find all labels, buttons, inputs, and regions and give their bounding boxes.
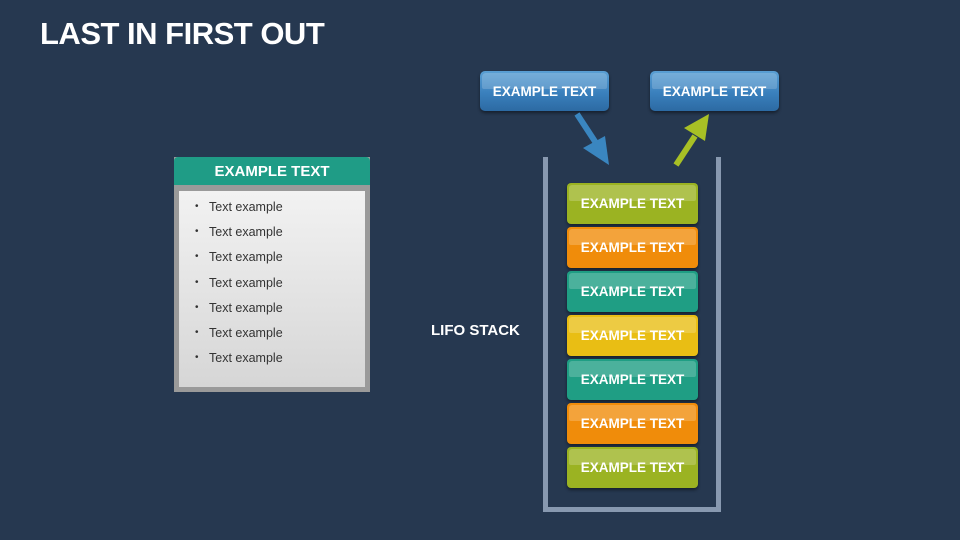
- stack-item: EXAMPLE TEXT: [567, 447, 698, 488]
- lifo-stack-label: LIFO STACK: [431, 322, 520, 339]
- container-left-wall: [543, 157, 548, 512]
- list-item: •Text example: [195, 225, 283, 240]
- container-right-wall: [716, 157, 721, 512]
- arrow-up-right-icon: [673, 114, 709, 167]
- list-item: •Text example: [195, 275, 283, 290]
- stack-item: EXAMPLE TEXT: [567, 315, 698, 356]
- stack-item: EXAMPLE TEXT: [567, 271, 698, 312]
- stack-item: EXAMPLE TEXT: [567, 183, 698, 224]
- stack-item: EXAMPLE TEXT: [567, 403, 698, 444]
- page-title: LAST IN FIRST OUT: [40, 16, 325, 51]
- list-item: •Text example: [195, 250, 283, 265]
- container-bottom-wall: [543, 507, 721, 512]
- list-item: •Text example: [195, 300, 283, 315]
- panel-body: •Text example •Text example •Text exampl…: [179, 191, 365, 387]
- stack-item: EXAMPLE TEXT: [567, 227, 698, 268]
- panel-list: •Text example •Text example •Text exampl…: [195, 199, 283, 375]
- stack-container: [543, 157, 721, 512]
- stack-item: EXAMPLE TEXT: [567, 359, 698, 400]
- list-item: •Text example: [195, 325, 283, 340]
- info-panel: EXAMPLE TEXT •Text example •Text example…: [174, 157, 370, 392]
- pop-box: EXAMPLE TEXT: [650, 71, 779, 111]
- list-item: •Text example: [195, 200, 283, 214]
- panel-header: EXAMPLE TEXT: [174, 157, 370, 185]
- arrow-down-right-icon: [574, 112, 609, 165]
- push-box: EXAMPLE TEXT: [480, 71, 609, 111]
- list-item: •Text example: [195, 351, 283, 366]
